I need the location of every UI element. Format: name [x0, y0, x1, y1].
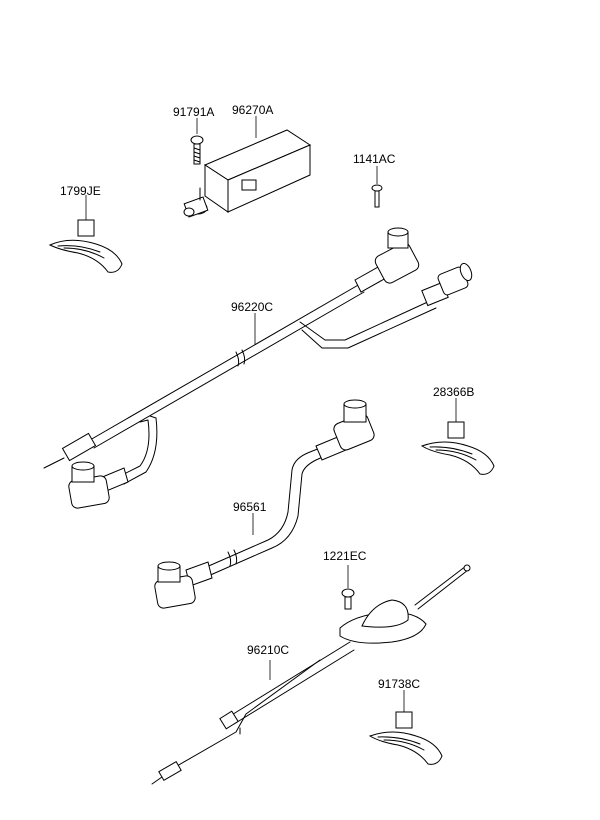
label-96220C: 96220C [231, 300, 273, 314]
label-28366B: 28366B [433, 385, 474, 399]
label-1141AC: 1141AC [353, 152, 396, 166]
label-1799JE: 1799JE [60, 184, 101, 198]
label-96561: 96561 [233, 500, 267, 514]
part-1799JE-cable-tie: 1799JE [48, 184, 123, 273]
part-96561-extension-cable: 96561 [154, 399, 375, 609]
part-96270A-module: 96270A [183, 103, 312, 218]
part-91738C-cable-tie: 91738C [368, 677, 443, 765]
part-96220C-main-cable: 96220C [43, 227, 473, 509]
label-1221EC: 1221EC [323, 549, 367, 563]
part-96210C-antenna: 96210C [151, 564, 471, 785]
label-91791A: 91791A [173, 105, 214, 119]
label-96210C: 96210C [247, 643, 289, 657]
part-1221EC-screw: 1221EC [323, 549, 367, 610]
label-91738C: 91738C [378, 677, 420, 691]
part-28366B-cable-tie: 28366B [420, 385, 495, 475]
part-1141AC-screw: 1141AC [353, 152, 396, 208]
part-91791A-screw: 91791A [173, 105, 214, 165]
label-96270A: 96270A [232, 103, 273, 117]
